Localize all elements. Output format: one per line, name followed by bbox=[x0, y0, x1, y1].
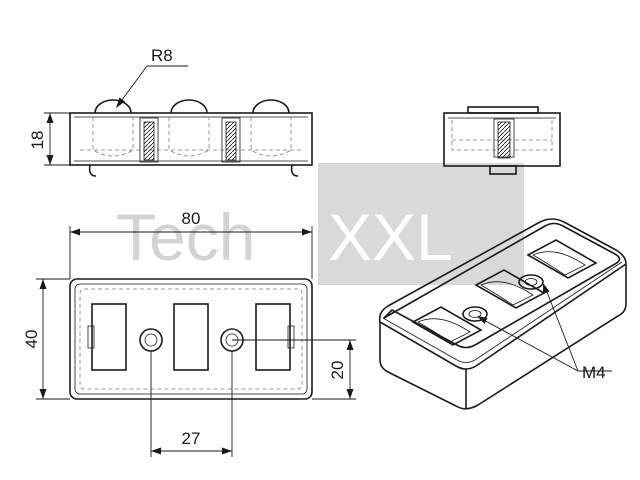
dimension-hole-spacing: 27 bbox=[150, 351, 233, 457]
front-view bbox=[69, 99, 313, 177]
dimension-height: 18 bbox=[28, 112, 70, 166]
top-view bbox=[69, 278, 313, 400]
watermark-text-tech: Tech bbox=[116, 200, 255, 274]
watermark-text-xxl: XXL bbox=[328, 200, 453, 274]
dimension-radius-label: R8 bbox=[151, 46, 173, 65]
dimension-width: 40 bbox=[22, 278, 70, 400]
thread-callout: M4 bbox=[477, 283, 612, 382]
dimension-hole-offset-label: 20 bbox=[328, 361, 347, 380]
watermark-box bbox=[318, 163, 524, 285]
dimension-length-label: 80 bbox=[182, 209, 201, 228]
dimension-hole-spacing-label: 27 bbox=[182, 429, 201, 448]
dimension-length: 80 bbox=[69, 209, 313, 279]
dimension-width-label: 40 bbox=[22, 330, 41, 349]
dimension-radius: R8 bbox=[116, 46, 188, 108]
dimension-hole-offset: 20 bbox=[232, 339, 356, 400]
thread-label: M4 bbox=[582, 363, 606, 382]
watermark: Tech XXL bbox=[116, 163, 524, 285]
dimension-height-label: 18 bbox=[28, 131, 47, 150]
side-view bbox=[443, 106, 561, 175]
isometric-view bbox=[378, 218, 627, 410]
